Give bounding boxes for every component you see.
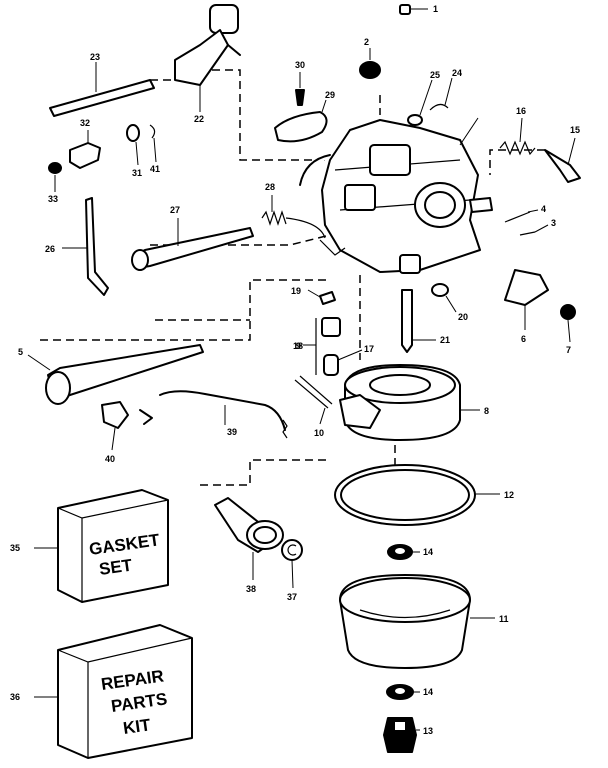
callout-10: 10 [314, 428, 324, 438]
callout-5: 5 [18, 347, 23, 357]
part-spring-28 [261, 195, 326, 239]
callout-2: 2 [364, 37, 369, 47]
part-washer-25 [407, 79, 433, 126]
callout-1: 1 [433, 4, 438, 14]
part-c-clip [281, 539, 303, 589]
part-rod-26 [62, 197, 109, 296]
part-throttle-shaft [131, 218, 254, 271]
part-choke-plate [504, 269, 549, 330]
part-washer-20 [431, 283, 457, 313]
callout-40: 40 [105, 454, 115, 464]
gasket-kit-box: GASKET SET [34, 489, 169, 603]
callout-20: 20 [458, 312, 468, 322]
part-needle-valve-18 [303, 317, 341, 376]
part-clip-24 [429, 77, 453, 111]
part-screw-3 [519, 224, 549, 236]
part-carburetor-body [299, 117, 493, 274]
callout-17: 17 [364, 344, 374, 354]
repair-kit-label-line3: KIT [122, 715, 152, 738]
callout-6: 6 [521, 334, 526, 344]
callout-3: 3 [551, 218, 556, 228]
callout-15: 15 [570, 125, 580, 135]
part-seat-19 [307, 289, 336, 305]
callout-28: 28 [265, 182, 275, 192]
callout-9: 9 [296, 341, 301, 351]
part-gasket-ring [334, 464, 500, 526]
callout-11: 11 [499, 614, 509, 624]
callout-26: 26 [45, 244, 55, 254]
callout-12: 12 [504, 490, 514, 500]
callout-14b: 14 [423, 687, 433, 697]
part-washer-31 [126, 124, 140, 166]
part-float [339, 364, 480, 441]
part-fuel-line [159, 390, 288, 439]
callout-41: 41 [150, 164, 160, 174]
part-primer-bulb [214, 497, 284, 580]
callout-32: 32 [80, 118, 90, 128]
callout-labels: 1 2 4 3 5 6 7 8 9 10 11 12 13 14 14 15 1… [10, 4, 580, 736]
callout-24: 24 [452, 68, 462, 78]
part-spring-16 [499, 117, 536, 156]
callout-21: 21 [440, 335, 450, 345]
part-bowl-nut [383, 717, 420, 753]
callout-19: 19 [291, 286, 301, 296]
part-needle-21 [401, 289, 436, 353]
callout-31: 31 [132, 168, 142, 178]
repair-kit-box: REPAIR PARTS KIT [34, 624, 193, 759]
callout-22: 22 [194, 114, 204, 124]
part-clip-17 [337, 349, 363, 361]
part-wing-nut [101, 401, 153, 451]
callout-27: 27 [170, 205, 180, 215]
callout-35: 35 [10, 543, 20, 553]
part-clip-41 [149, 124, 157, 163]
callout-30: 30 [295, 60, 305, 70]
part-screw-4 [504, 209, 539, 223]
callout-37: 37 [287, 592, 297, 602]
gasket-kit-label-line2: SET [98, 555, 134, 579]
part-screw-30 [295, 72, 305, 106]
callout-8: 8 [484, 406, 489, 416]
part-screw-15 [544, 137, 581, 183]
callout-14a: 14 [423, 547, 433, 557]
part-washer-14-upper [387, 544, 420, 560]
callout-13: 13 [423, 726, 433, 736]
part-cap [359, 48, 381, 79]
callout-7: 7 [566, 345, 571, 355]
part-float-bowl [339, 574, 495, 669]
callout-18: 18 [293, 341, 303, 351]
part-pin-10 [294, 375, 333, 425]
callout-16: 16 [516, 106, 526, 116]
callout-25: 25 [430, 70, 440, 80]
callout-29: 29 [325, 90, 335, 100]
callout-36: 36 [10, 692, 20, 702]
callout-23: 23 [90, 52, 100, 62]
part-long-pin [49, 62, 155, 117]
part-screw-top [399, 4, 428, 15]
callout-33: 33 [48, 194, 58, 204]
part-throttle-arm [174, 4, 241, 112]
callout-4: 4 [541, 204, 546, 214]
part-washer-14-lower [386, 684, 420, 700]
part-screw-7 [560, 304, 576, 343]
part-plate-29 [274, 99, 328, 143]
part-collar-32 [69, 130, 101, 169]
callout-38: 38 [246, 584, 256, 594]
callout-39: 39 [227, 427, 237, 437]
part-ball-33 [48, 162, 62, 192]
part-choke-shaft [27, 344, 204, 405]
